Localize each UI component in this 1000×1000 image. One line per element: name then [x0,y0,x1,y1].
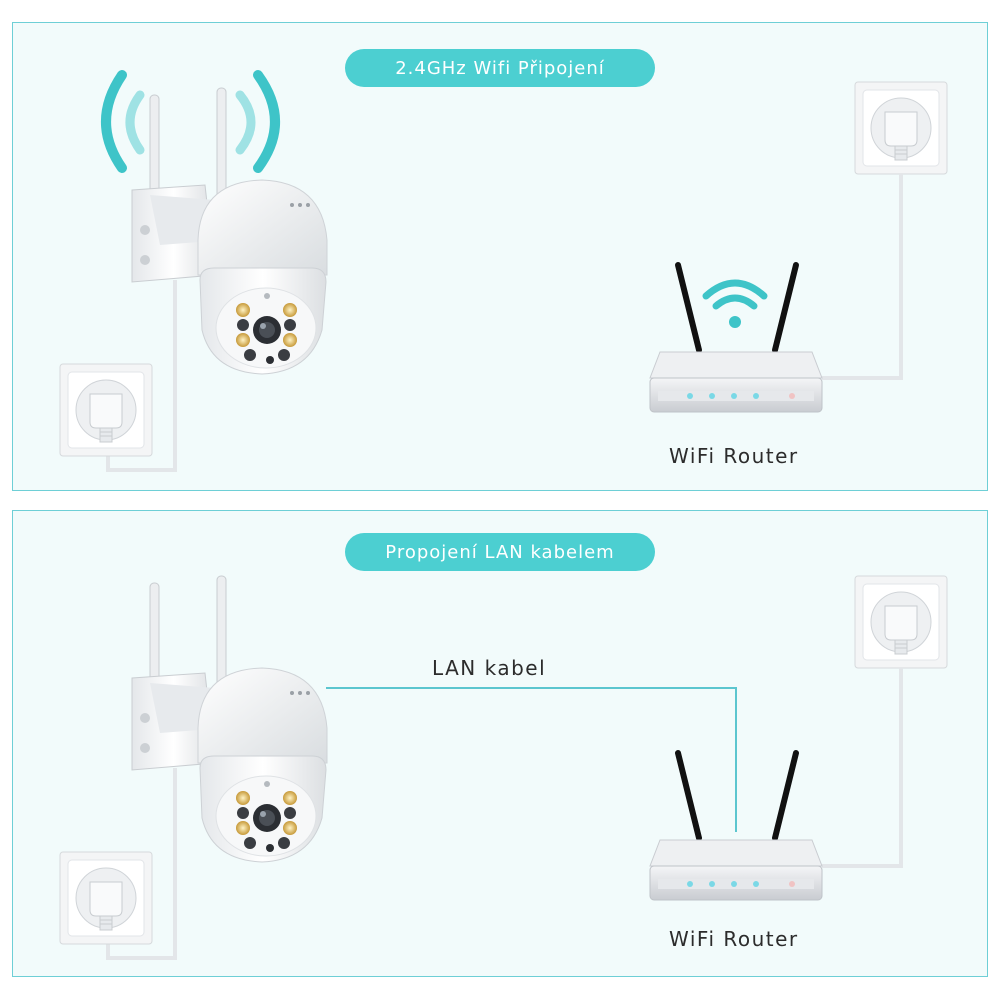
panel-title: 2.4GHz Wifi Připojení [345,49,655,87]
router-label: WiFi Router [669,444,799,468]
wall-socket-icon [59,851,153,945]
power-cable [822,174,903,380]
panel-title: Propojení LAN kabelem [345,533,655,571]
router-label: WiFi Router [669,927,799,951]
camera-wifi-waves-icon [101,70,280,173]
wall-socket-icon [59,363,153,457]
power-cable [822,668,903,868]
wifi-signal-icon [702,279,768,328]
lan-cable-label: LAN kabel [432,656,547,680]
router-icon [650,265,822,412]
wall-socket-icon [854,81,948,175]
wall-socket-icon [854,575,948,669]
lan-cable [326,687,737,832]
